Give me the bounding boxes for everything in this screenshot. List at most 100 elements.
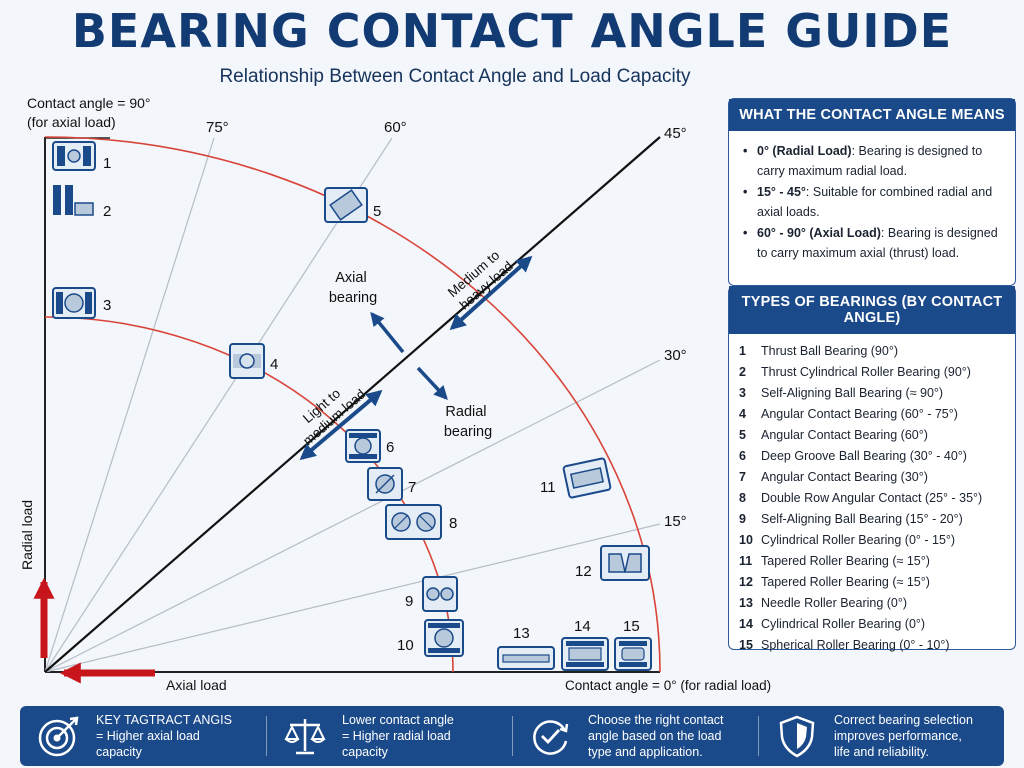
bearing-6-icon [345, 429, 381, 463]
bearing-type-number: 7 [739, 470, 746, 484]
bearing-15-number: 15 [623, 618, 640, 635]
bearing-type-label: Cylindrical Roller Bearing (0° - 15°) [761, 533, 956, 547]
bearing-type-item: 1 Thrust Ball Bearing (90°) [739, 341, 1005, 362]
bearing-2-number: 2 [103, 203, 111, 220]
bearing-type-item: 10 Cylindrical Roller Bearing (0° - 15°) [739, 530, 1005, 551]
bearing-10-icon [424, 619, 464, 657]
contact-angle-90-sublabel: (for axial load) [27, 114, 116, 130]
bearing-type-label: Self-Aligning Ball Bearing (15° - 20°) [761, 512, 963, 526]
ray-30 [44, 359, 661, 673]
bearing-type-item: 8 Double Row Angular Contact (25° - 35°) [739, 488, 1005, 509]
bearing-type-label: Angular Contact Bearing (60° - 75°) [761, 407, 958, 421]
bearing-type-number: 5 [739, 428, 746, 442]
scales-icon [284, 719, 326, 755]
bearing-type-label: Cylindrical Roller Bearing (0°) [761, 617, 926, 631]
bearing-type-item: 15 Spherical Roller Bearing (0° - 10°) [739, 635, 1005, 656]
bearing-type-label: Thrust Ball Bearing (90°) [761, 344, 898, 358]
bearing-4-number: 4 [270, 356, 278, 373]
bearing-5-icon [324, 187, 368, 223]
bearing-type-number: 10 [739, 533, 753, 547]
footer-text-choose: Choose the right contact angle based on … [588, 713, 724, 759]
bearing-13-number: 13 [513, 625, 530, 642]
bearing-types-panel: TYPES OF BEARINGS (BY CONTACT ANGLE) 1 Th… [728, 286, 1016, 652]
bearing-12-number: 12 [575, 563, 592, 580]
bearing-type-number: 2 [739, 365, 746, 379]
bearing-1-icon [52, 141, 96, 171]
bearing-14-icon [561, 637, 609, 671]
bearing-3-number: 3 [103, 297, 111, 314]
light-load-arrow [299, 389, 383, 461]
angle-label-45: 45° [664, 125, 687, 142]
contact-angle-90-label: Contact angle = 90° [27, 95, 151, 111]
bearing-type-number: 4 [739, 407, 746, 421]
footer-banner: KEY TAGTRACT ANGIS = Higher axial load c… [20, 706, 1004, 766]
bearing-type-item: 9 Self-Aligning Ball Bearing (15° - 20°) [739, 509, 1005, 530]
axial-bearing-label: Axial bearing [329, 270, 377, 306]
bearing-type-item: 12 Tapered Roller Bearing (≈ 15°) [739, 572, 1005, 593]
bearing-8-icon [385, 504, 442, 540]
refresh-check-icon [533, 720, 569, 755]
bearing-type-number: 9 [739, 512, 746, 526]
bearing-type-number: 3 [739, 386, 746, 400]
bearing-type-number: 14 [739, 617, 753, 631]
bearing-type-label: Angular Contact Bearing (30°) [761, 470, 928, 484]
contact-angle-meaning-panel: WHAT THE CONTACT ANGLE MEANS 0° (Radial … [728, 98, 1016, 286]
bearing-1-number: 1 [103, 155, 111, 172]
footer-text-radial: Lower contact angle = Higher radial load… [342, 713, 454, 759]
page-subtitle: Relationship Between Contact Angle and L… [219, 66, 691, 87]
bearing-type-number: 1 [739, 344, 746, 358]
radial-load-label: Radial load [19, 500, 35, 570]
contact-angle-0-label: Contact angle = 0° (for radial load) [565, 678, 771, 693]
footer-text-reliability: Correct bearing selection improves perfo… [834, 713, 973, 759]
bearing-type-number: 8 [739, 491, 746, 505]
bearing-type-label: Needle Roller Bearing (0°) [761, 596, 908, 610]
ray-60 [44, 137, 393, 673]
meaning-list: 0° (Radial Load): Bearing is designed to… [729, 131, 1015, 263]
bearing-7-number: 7 [408, 479, 416, 496]
bearing-12-icon [600, 545, 650, 581]
bearing-2-icon [53, 185, 94, 216]
bearing-type-number: 12 [739, 575, 753, 589]
types-panel-heading: TYPES OF BEARINGS (BY CONTACT ANGLE) [729, 286, 1015, 334]
meaning-item: 15° - 45°: Suitable for combined radial … [743, 182, 1005, 222]
footer-item-axial: KEY TAGTRACT ANGIS = Higher axial load c… [20, 706, 266, 766]
bearing-9-number: 9 [405, 593, 413, 610]
footer-text-axial: KEY TAGTRACT ANGIS = Higher axial load c… [96, 713, 232, 759]
angle-label-60: 60° [384, 119, 407, 136]
bearing-type-item: 4 Angular Contact Bearing (60° - 75°) [739, 404, 1005, 425]
bearing-type-label: Double Row Angular Contact (25° - 35°) [761, 491, 983, 505]
radial-bearing-label: Radial bearing [444, 404, 492, 440]
ray-75 [44, 137, 215, 673]
bearing-11-number: 11 [540, 479, 556, 496]
radial-bearing-arrow [416, 366, 448, 401]
footer-item-radial: Lower contact angle = Higher radial load… [266, 706, 512, 766]
ray-15 [44, 523, 661, 673]
bearing-type-label: Angular Contact Bearing (60°) [761, 428, 928, 442]
angle-label-30: 30° [664, 347, 687, 364]
bearing-type-label: Spherical Roller Bearing (0° - 10°) [761, 638, 950, 652]
bearing-13-icon [497, 646, 555, 670]
angle-label-15: 15° [664, 513, 687, 530]
meaning-item: 60° - 90° (Axial Load): Bearing is desig… [743, 223, 1005, 263]
target-icon [38, 716, 79, 757]
bearing-type-item: 7 Angular Contact Bearing (30°) [739, 467, 1005, 488]
footer-item-reliability: Correct bearing selection improves perfo… [758, 706, 1004, 766]
bearing-type-number: 6 [739, 449, 746, 463]
bearing-15-icon [614, 637, 652, 671]
shield-icon [779, 715, 815, 758]
bearing-type-label: Self-Aligning Ball Bearing (≈ 90°) [761, 386, 944, 400]
bearing-11-icon [562, 457, 612, 499]
bearing-6-number: 6 [386, 439, 394, 456]
bearing-type-item: 5 Angular Contact Bearing (60°) [739, 425, 1005, 446]
bearing-type-number: 15 [739, 638, 753, 652]
bearing-type-label: Tapered Roller Bearing (≈ 15°) [761, 575, 930, 589]
bearing-type-number: 11 [739, 554, 753, 568]
bearing-10-number: 10 [397, 637, 414, 654]
angle-label-75: 75° [206, 119, 229, 136]
bearing-8-number: 8 [449, 515, 457, 532]
